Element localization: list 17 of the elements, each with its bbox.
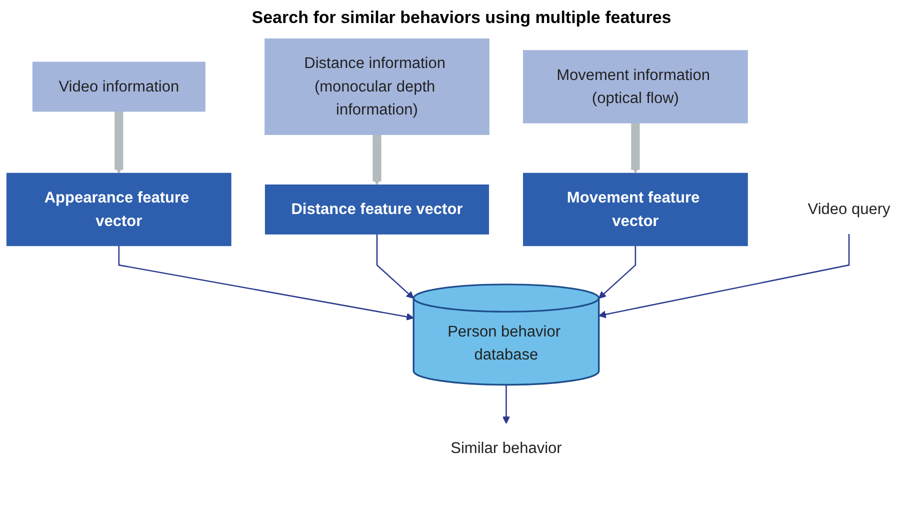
arrow (631, 122, 640, 174)
arrow (372, 134, 382, 186)
arrow (598, 234, 850, 318)
node-box: Movement feature vector (523, 172, 748, 246)
node-text: Video query (808, 200, 890, 218)
diagram-title: Search for similar behaviors using multiple features (250, 8, 672, 28)
node-text: Similar behavior (450, 439, 562, 456)
node-box: Appearance feature vector (6, 172, 232, 246)
arrow (118, 246, 414, 320)
node-box: Video information (32, 62, 206, 112)
arrow (114, 111, 124, 174)
node-box: Movement information (optical flow) (523, 50, 748, 124)
node-box: Distance information (monocular depth information) (264, 38, 490, 135)
arrow (502, 384, 510, 424)
arrow (598, 246, 636, 299)
arrow (376, 234, 414, 299)
node-box: Distance feature vector (264, 184, 490, 234)
